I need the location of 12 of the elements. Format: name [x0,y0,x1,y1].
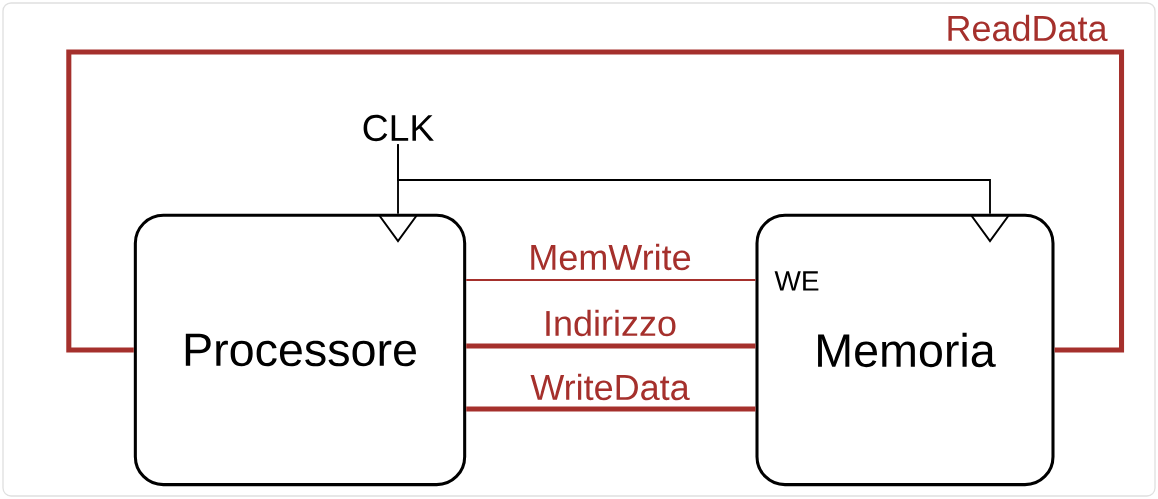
connector [466,406,756,412]
connector [397,143,991,215]
component-box: Processore [133,213,467,487]
connector [66,49,1125,353]
connector [465,279,757,281]
edge-label: WriteData [529,372,692,402]
edge-label: MemWrite [527,242,693,272]
pin-label: WE [774,271,819,291]
edge-label: Indirizzo [541,308,679,338]
connector [466,343,756,349]
signal-label: CLK [363,114,434,142]
edge-label: ReadData [944,13,1109,43]
